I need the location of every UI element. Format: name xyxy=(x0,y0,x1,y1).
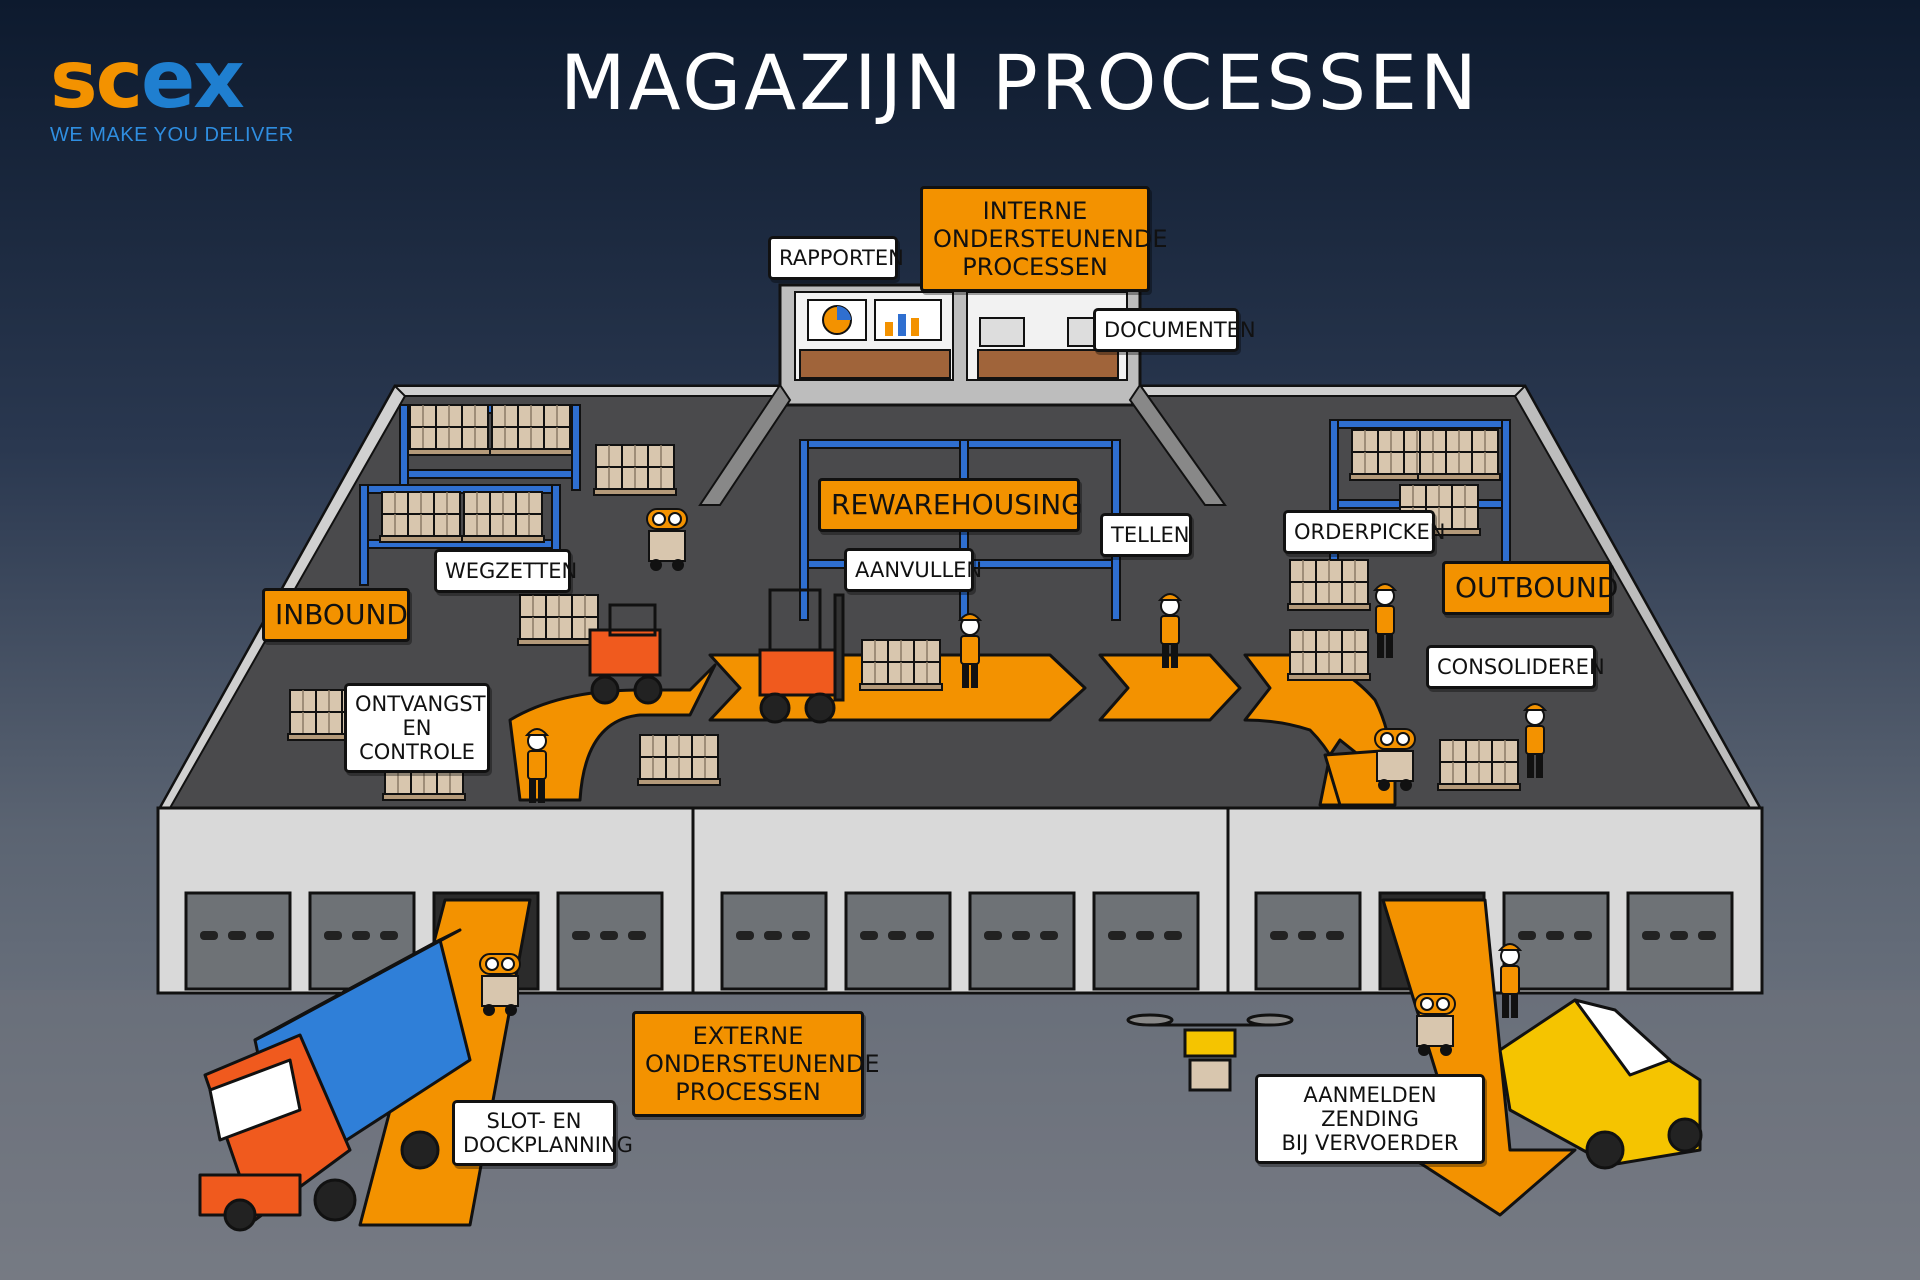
ontvangst-label: ONTVANGST EN CONTROLE xyxy=(344,683,490,773)
rewarehousing-label: REWAREHOUSING xyxy=(818,478,1083,532)
documenten-label: DOCUMENTEN xyxy=(1093,308,1256,352)
rapporten-label: RAPPORTEN xyxy=(768,236,904,280)
inbound-label: INBOUND xyxy=(262,588,410,642)
orderpicken-label: ORDERPICKEN xyxy=(1283,510,1445,554)
scex-logo: scex WE MAKE YOU DELIVER xyxy=(50,40,294,147)
slotplanning-label: SLOT- EN DOCKPLANNING xyxy=(452,1100,633,1166)
outbound-label: OUTBOUND xyxy=(1442,561,1618,615)
wegzetten-label: WEGZETTEN xyxy=(434,549,577,593)
logo-tagline: WE MAKE YOU DELIVER xyxy=(50,124,294,146)
logo-wordmark: scex xyxy=(50,33,245,126)
internal-processes-label: INTERNE ONDERSTEUNENDE PROCESSEN xyxy=(920,186,1168,292)
aanvullen-label: AANVULLEN xyxy=(844,548,982,592)
consolideren-label: CONSOLIDEREN xyxy=(1426,645,1605,689)
tellen-label: TELLEN xyxy=(1100,513,1192,557)
page-title: MAGAZIJN PROCESSEN xyxy=(560,38,1480,127)
aanmelden-label: AANMELDEN ZENDING BIJ VERVOERDER xyxy=(1255,1074,1485,1164)
external-processes-label: EXTERNE ONDERSTEUNENDE PROCESSEN xyxy=(632,1011,880,1117)
